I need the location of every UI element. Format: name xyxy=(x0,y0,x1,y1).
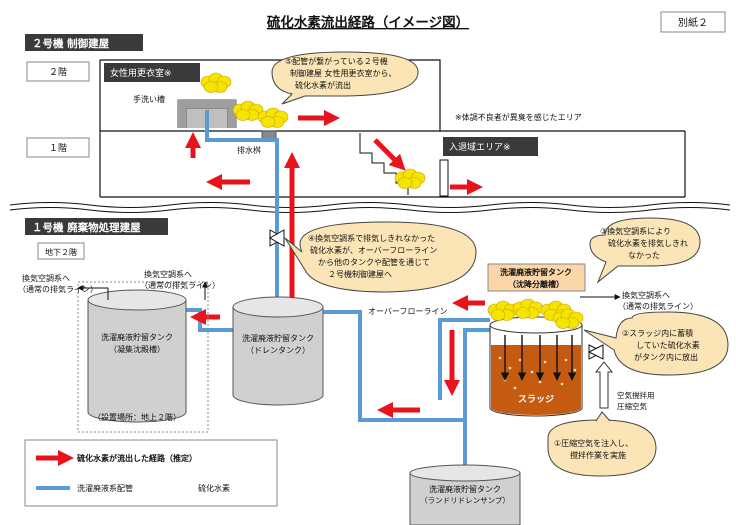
entry-area-label-box xyxy=(443,137,538,156)
tank-c-label-1: 洗濯廃液貯留タンク xyxy=(429,484,501,494)
callout-3-line-3: なかった xyxy=(628,251,660,260)
callout-2-line-3: がタンク内に放出 xyxy=(634,352,698,362)
callout-5-line-1: ⑤配管が繋がっている２号機 xyxy=(285,56,388,66)
floor1-label: １階 xyxy=(49,143,67,154)
callout-4-line-4: ２号機制御建屋へ xyxy=(328,269,392,279)
h2s-flow-arrows xyxy=(184,109,485,419)
vent-right-label-2: （通常の排気ライン） xyxy=(618,301,698,311)
callout-4-line-1: ④換気空調系で排気しきれなかった xyxy=(308,233,435,243)
tank-d xyxy=(489,316,583,417)
tank-b-label-1: 洗濯廃液貯留タンク xyxy=(242,333,314,343)
building2-outline xyxy=(99,59,686,198)
callout-2 xyxy=(583,311,729,376)
locker-room-label: 女性用更衣室※ xyxy=(110,67,172,79)
building2-title-bar xyxy=(25,34,143,51)
callout-2-line-2: していた硫化水素 xyxy=(636,340,700,350)
tank-d-title-box xyxy=(487,263,586,292)
building1-title-bar xyxy=(25,218,168,235)
locker-room-label-box xyxy=(104,63,200,82)
valve-2 xyxy=(587,344,605,360)
flow-arrow-5 xyxy=(373,138,406,171)
callout-2-line-1: ②スラッジ内に蓄積 xyxy=(622,328,693,338)
vent-left-arrow xyxy=(77,285,109,300)
tank-d-title-2: （沈降分離槽） xyxy=(508,279,564,289)
building2-title: ２号機 制御建屋 xyxy=(32,37,110,50)
callout-5-line-3: 硫化水素が流出 xyxy=(295,80,351,90)
callout-4-line-2: 硫化水素が、オーバーフローライン xyxy=(310,245,437,255)
callout-1-line-1: ①圧縮空気を注入し、 xyxy=(554,438,633,448)
compressed-air-arrow xyxy=(594,361,614,409)
legend-cloud-label: 硫化水素 xyxy=(198,483,230,493)
callout-4-line-3: から他のタンクや配管を通じて xyxy=(318,257,430,267)
callout-1 xyxy=(547,411,657,477)
floor2-label-box xyxy=(26,61,90,82)
tank-a xyxy=(87,289,187,423)
compressed-air-label-1: 空気撹拌用 xyxy=(617,390,655,400)
basement-label-box xyxy=(37,242,85,260)
attachment-box xyxy=(660,11,726,33)
tank-a-label-2: （凝集沈殿槽） xyxy=(109,344,165,354)
callout-3 xyxy=(589,217,701,284)
sludge-label: スラッジ xyxy=(518,394,554,405)
legend-box xyxy=(24,439,278,507)
valve-1 xyxy=(268,229,286,247)
entry-area-label: 入退域エリア※ xyxy=(449,141,511,153)
affected-area-note: ※体調不良者が異臭を感じたエリア xyxy=(455,112,582,122)
callout-3-line-1: ③換気空調系により xyxy=(600,226,671,236)
tank-b-label-2: （ドレンタンク） xyxy=(246,346,310,355)
tank-c xyxy=(409,464,521,525)
tank-a-location: （設置場所：地上２階） xyxy=(93,412,181,422)
floor2-label: ２階 xyxy=(49,67,67,78)
callout-1-line-2: 撹拌作業を実施 xyxy=(570,450,626,460)
attachment-label: 別紙２ xyxy=(678,16,708,29)
building-separator xyxy=(9,202,731,208)
vent-right-label-1: 換気空調系へ xyxy=(622,290,670,300)
tank-b xyxy=(232,296,324,406)
cloud-stairs xyxy=(394,168,426,189)
overflow-label: オーバーフローライン xyxy=(368,307,447,316)
diagram-title: 硫化水素流出経路（イメージ図） xyxy=(267,14,469,31)
legend-blue-label: 洗濯廃液系配管 xyxy=(77,483,133,493)
door xyxy=(439,159,449,197)
tank-d-title-1: 洗濯廃液貯留タンク xyxy=(500,267,572,277)
callout-5-line-2: 制御建屋 女性用更衣室から、 xyxy=(290,68,397,78)
callout-4 xyxy=(284,221,477,293)
tank-a-dashed-area xyxy=(77,281,209,433)
building1-title: １号機 廃棄物処理建屋 xyxy=(32,221,141,234)
tank-c-label-2: （ランドリドレンサンプ） xyxy=(420,496,510,505)
drain-pit-label: 排水桝 xyxy=(237,145,261,155)
legend-red-label: 硫化水素が流出した経路（推定） xyxy=(77,453,197,463)
cloud-tank-2 xyxy=(512,298,544,319)
sink-label: 手洗い槽 xyxy=(133,94,165,104)
vent-mid-label-1: 換気空調系へ xyxy=(144,269,192,279)
basement-label: 地下２階 xyxy=(45,247,77,257)
callout-3-line-2: 硫化水素を排気しきれ xyxy=(608,238,688,248)
tank-a-label-1: 洗濯廃液貯留タンク xyxy=(101,332,173,342)
floor1-label-box xyxy=(26,137,90,158)
compressed-air-label-2: 圧縮空気 xyxy=(617,401,647,411)
vent-left-label-1: 換気空調系へ xyxy=(22,273,70,283)
vent-mid-label-2: （通常の排気ライン） xyxy=(140,280,220,290)
cloud-locker xyxy=(200,72,232,93)
callout-5 xyxy=(271,51,419,105)
vent-left-label-2: （通常の排気ライン） xyxy=(18,284,98,294)
